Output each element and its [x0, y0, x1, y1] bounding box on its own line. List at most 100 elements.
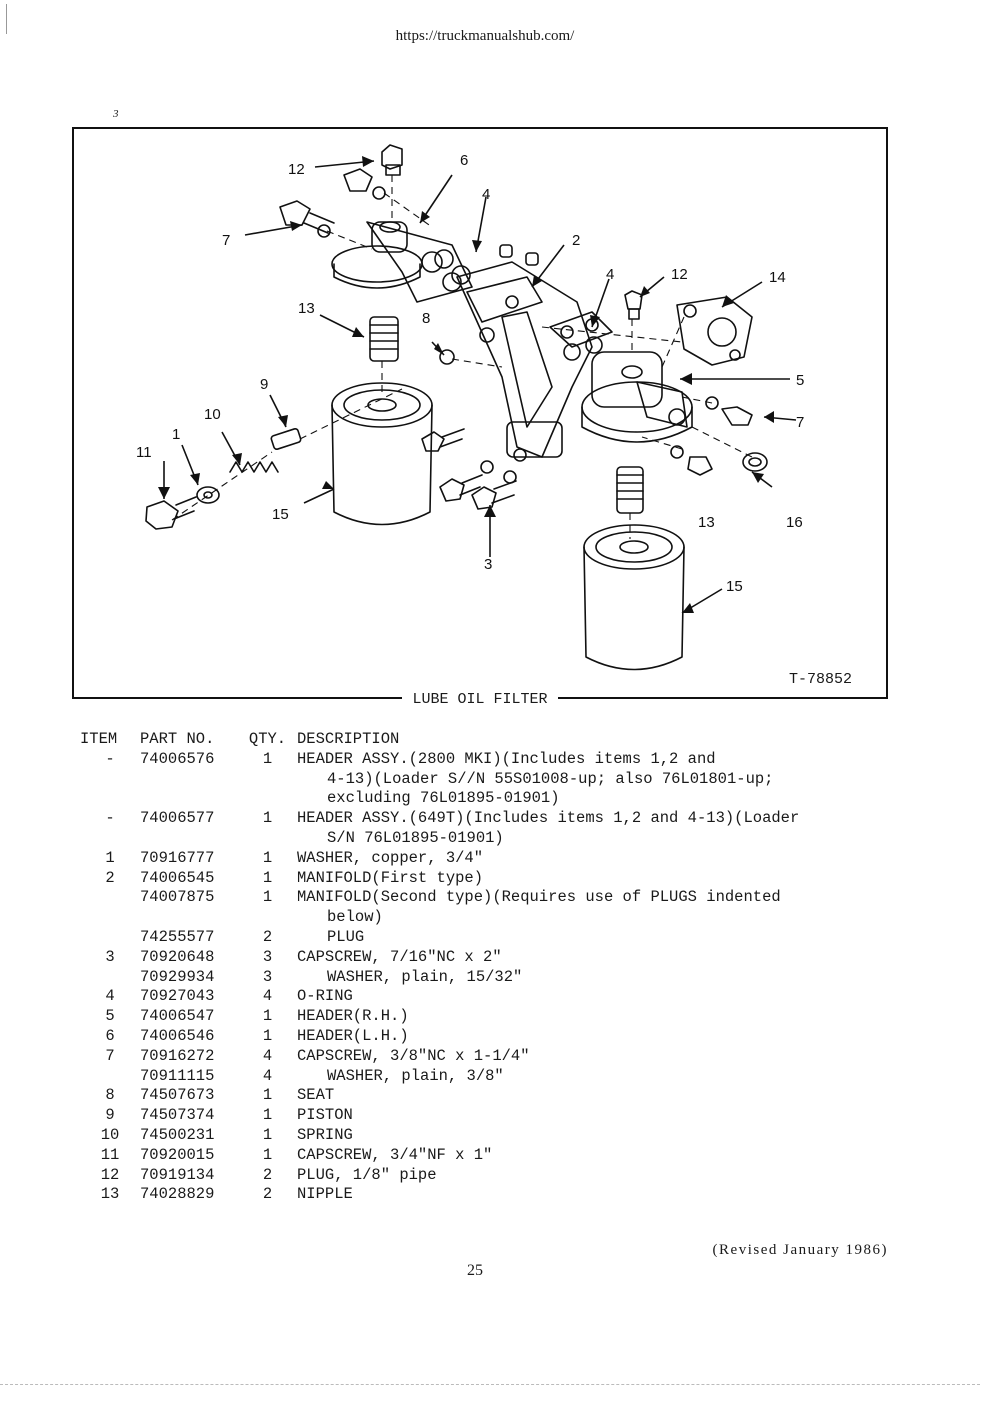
item-number: 3 — [105, 947, 115, 966]
part-number: 74006547 — [140, 1007, 215, 1026]
description: WASHER, copper, 3/4" — [297, 849, 837, 869]
callout-16: 16 — [786, 514, 803, 531]
item-number: 11 — [100, 1145, 120, 1164]
quantity: 2 — [262, 1165, 273, 1184]
table-row: - 74006577 1 HEADER ASSY.(649T)(Includes it… — [80, 809, 867, 849]
quantity: 1 — [262, 809, 273, 828]
item-number — [80, 1067, 140, 1087]
callout-10: 10 — [204, 406, 221, 423]
description: SEAT — [297, 1086, 837, 1106]
figure-caption-text: LUBE OIL FILTER — [402, 691, 558, 708]
item-number — [80, 928, 140, 948]
description: HEADER ASSY.(649T)(Includes items 1,2 an… — [297, 809, 837, 849]
part-number: 74255577 — [140, 927, 215, 946]
part-number: 74507374 — [140, 1106, 215, 1125]
header-item: ITEM — [80, 730, 118, 748]
page-number: 25 — [467, 1262, 483, 1279]
callout-9: 9 — [260, 376, 268, 393]
description: HEADER ASSY.(2800 MKI)(Includes items 1,… — [297, 750, 837, 809]
part-number: 70929934 — [140, 967, 215, 986]
part-number: 70911115 — [140, 1066, 215, 1085]
description-line: O-RING — [297, 987, 353, 1006]
item-number: 4 — [105, 987, 115, 1006]
description-line: 4-13)(Loader S//N 55S01008-up; also 76L0… — [327, 769, 774, 788]
description-line: S/N 76L01895-01901) — [327, 828, 504, 847]
quantity: 1 — [262, 888, 273, 907]
table-row: 9 74507374 1 PISTON — [80, 1106, 867, 1126]
description-line: MANIFOLD(First type) — [297, 868, 484, 887]
part-number: 74006545 — [140, 868, 215, 887]
description-line: HEADER ASSY.(649T)(Includes items 1,2 an… — [297, 809, 800, 828]
quantity: 4 — [262, 987, 273, 1006]
description: O-RING — [297, 987, 837, 1007]
callout-13-left: 13 — [298, 300, 315, 317]
callout-14: 14 — [769, 269, 786, 286]
description-line: SPRING — [297, 1125, 353, 1144]
quantity: 1 — [262, 848, 273, 867]
item-number: 13 — [100, 1185, 120, 1204]
description-line: WASHER, plain, 15/32" — [327, 967, 523, 986]
item-number: 8 — [105, 1086, 115, 1105]
quantity: 1 — [262, 1106, 273, 1125]
description-line: PLUG — [327, 927, 365, 946]
description: HEADER(R.H.) — [297, 1007, 837, 1027]
item-number: - — [105, 749, 115, 768]
table-row: 74255577 2 PLUG — [80, 928, 867, 948]
description-line: CAPSCREW, 7/16"NC x 2" — [297, 947, 502, 966]
part-number: 74006577 — [140, 809, 215, 828]
part-number: 70920648 — [140, 947, 215, 966]
description-line: WASHER, plain, 3/8" — [327, 1066, 504, 1085]
table-row: 3 70920648 3 CAPSCREW, 7/16"NC x 2" — [80, 948, 867, 968]
description-line: excluding 76L01895-01901) — [327, 789, 560, 808]
scan-bottom-rule — [0, 1384, 980, 1385]
source-url[interactable]: https://truckmanualshub.com/ — [395, 28, 575, 44]
description: PLUG, 1/8" pipe — [297, 1166, 837, 1186]
item-number: 9 — [105, 1106, 115, 1125]
callout-1: 1 — [172, 426, 180, 443]
description: MANIFOLD(First type) — [297, 869, 837, 889]
callout-2: 2 — [572, 232, 580, 249]
quantity: 4 — [262, 1066, 273, 1085]
quantity: 4 — [262, 1046, 273, 1065]
description-line: NIPPLE — [297, 1185, 353, 1204]
description: WASHER, plain, 3/8" — [297, 1067, 867, 1087]
revision-date: (Revised January 1986) — [712, 1242, 888, 1258]
description-line: PLUG, 1/8" pipe — [297, 1165, 437, 1184]
description: PISTON — [297, 1106, 837, 1126]
description: MANIFOLD(Second type)(Requires use of PL… — [297, 888, 837, 928]
quantity: 3 — [262, 947, 273, 966]
description: CAPSCREW, 7/16"NC x 2" — [297, 948, 837, 968]
part-number: 70920015 — [140, 1145, 215, 1164]
callout-12-right: 12 — [671, 266, 688, 283]
table-row: 74007875 1 MANIFOLD(Second type)(Requires … — [80, 888, 867, 928]
figure-caption: LUBE OIL FILTER — [72, 691, 888, 708]
scan-edge-mark — [6, 4, 7, 34]
description-line: HEADER(R.H.) — [297, 1007, 409, 1026]
item-number: 7 — [105, 1046, 115, 1065]
part-number: 74500231 — [140, 1125, 215, 1144]
quantity: 1 — [262, 868, 273, 887]
item-number: 1 — [105, 848, 115, 867]
quantity: 1 — [262, 1026, 273, 1045]
part-number: 74007875 — [140, 888, 215, 907]
lube-oil-filter-diagram: 12 6 4 7 2 4 12 14 13 8 5 9 7 10 1 11 15… — [72, 127, 888, 699]
parts-list: ITEM PART NO. QTY. DESCRIPTION -74006576… — [80, 730, 867, 1205]
part-number: 74028829 — [140, 1185, 215, 1204]
callout-4-left: 4 — [482, 186, 490, 203]
quantity: 2 — [262, 927, 273, 946]
description-line: WASHER, copper, 3/4" — [297, 848, 484, 867]
description: CAPSCREW, 3/8"NC x 1-1/4" — [297, 1047, 837, 1067]
item-number: - — [105, 809, 115, 828]
description: SPRING — [297, 1126, 837, 1146]
part-number: 70927043 — [140, 987, 215, 1006]
callout-4-right: 4 — [606, 266, 614, 283]
